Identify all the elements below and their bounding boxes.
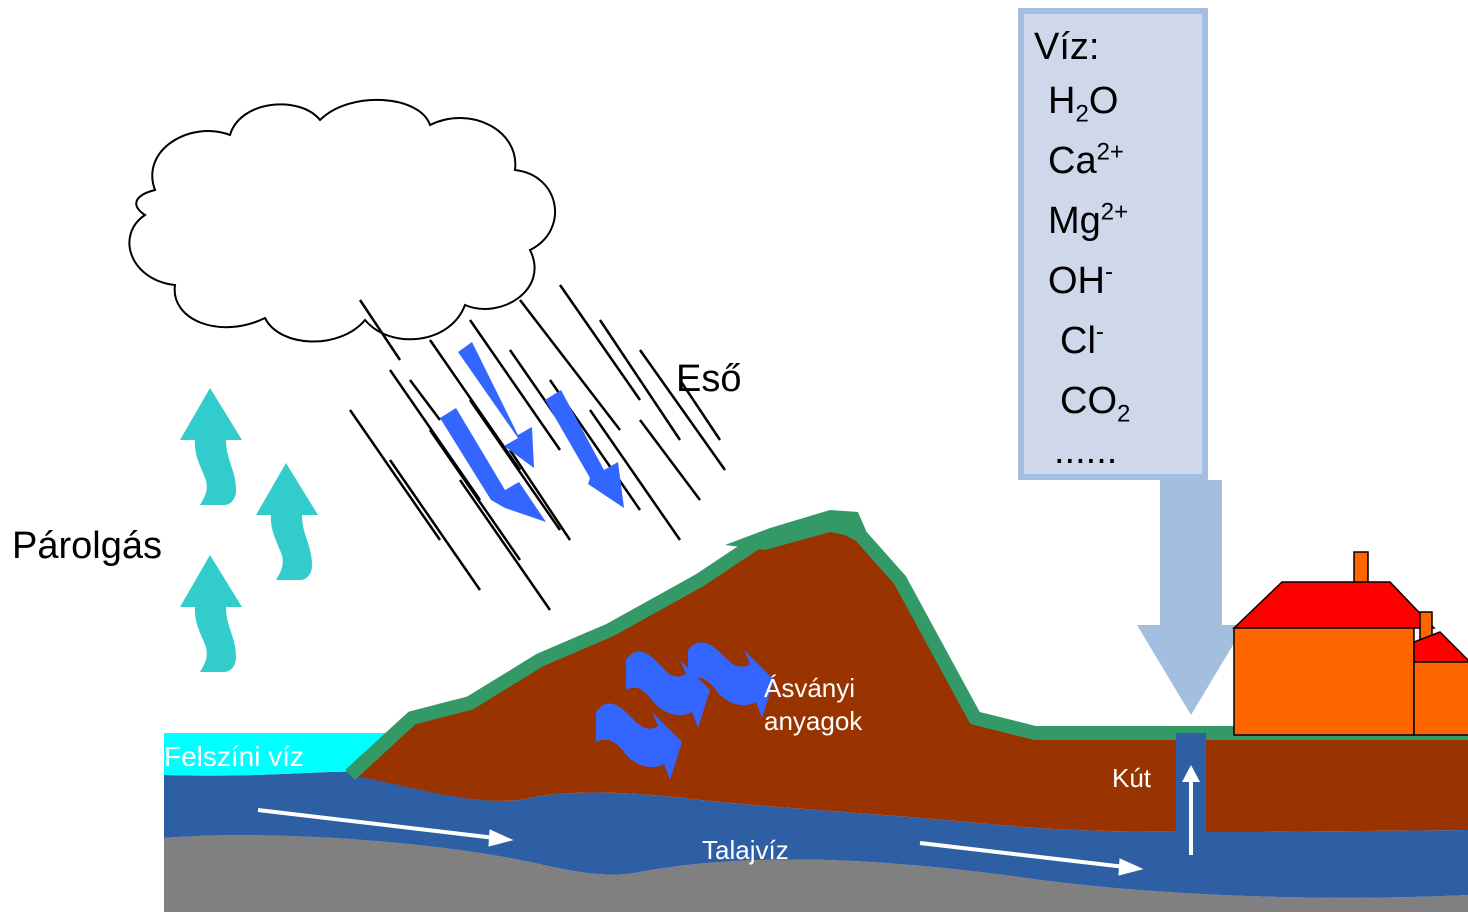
well-label: Kút	[1112, 763, 1152, 793]
evaporation-arrow	[180, 388, 242, 505]
rain-label: Eső	[676, 358, 742, 400]
evaporation-arrow	[256, 463, 318, 580]
house-wall	[1233, 627, 1415, 736]
rain-arrows	[440, 342, 624, 522]
flow-arrow-left	[257, 808, 496, 840]
flow-arrow-right	[919, 841, 1126, 869]
groundwater-flow-arrows	[257, 808, 1144, 876]
box-pointer-arrow	[1137, 480, 1245, 715]
water-box-title: Víz:	[1034, 26, 1100, 68]
formula-oh: OH-	[1048, 258, 1113, 302]
minerals-label-line2: anyagok	[764, 705, 863, 736]
surface-water-label: Felszíni víz	[164, 741, 305, 772]
formula-ellipsis: ......	[1054, 430, 1118, 472]
formula-co2: CO2	[1060, 380, 1131, 428]
mineral-arrow	[596, 703, 682, 780]
house-wall-small	[1413, 661, 1468, 736]
groundwater	[164, 771, 1468, 898]
well-up-arrow	[1182, 765, 1200, 855]
hill-peak-grass	[725, 510, 870, 550]
evaporation-arrows	[180, 388, 318, 672]
cloud	[128, 98, 556, 343]
rain-arrow	[545, 390, 624, 508]
mineral-arrow	[688, 642, 774, 718]
mineral-arrows	[596, 642, 774, 780]
formula-mg: Mg2+	[1048, 198, 1129, 242]
formula-cl: Cl-	[1060, 318, 1104, 362]
evaporation-arrow	[180, 555, 242, 672]
bedrock	[164, 835, 1468, 912]
formula-ca: Ca2+	[1048, 138, 1124, 182]
rain-lines	[348, 284, 727, 611]
minerals-label: Ásványi anyagok	[764, 672, 862, 737]
rain-arrow	[458, 342, 534, 468]
water-composition-box: Víz: H2O Ca2+ Mg2+ OH- Cl- CO2 ......	[1018, 8, 1208, 480]
groundwater-label: Talajvíz	[702, 835, 789, 865]
surface-water	[164, 733, 405, 776]
evaporation-label: Párolgás	[12, 525, 162, 567]
houses	[1232, 551, 1468, 736]
minerals-label-line1: Ásványi	[764, 673, 856, 703]
rain-arrow	[440, 408, 546, 522]
formula-h2o: H2O	[1048, 80, 1119, 128]
house-roof	[1232, 581, 1436, 629]
